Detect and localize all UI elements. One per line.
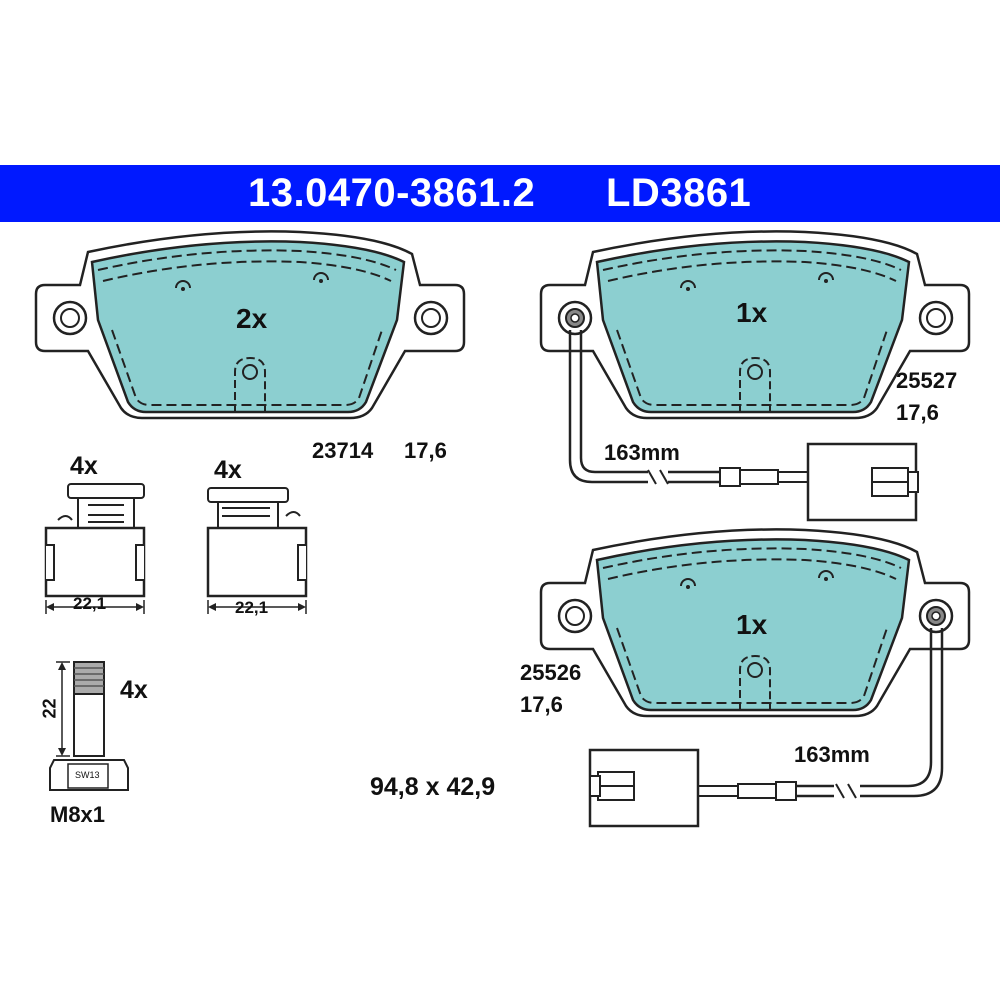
qty-pad-top-left: 2x xyxy=(236,303,268,334)
pad-thickness-top-right: 17,6 xyxy=(896,400,939,425)
pad-thickness-bottom-right: 17,6 xyxy=(520,692,563,717)
bolt-length: 22 xyxy=(39,698,60,719)
pad-code-bottom-right: 25526 xyxy=(520,660,582,685)
wire-length-top: 163mm xyxy=(604,440,680,465)
bolt-icon xyxy=(49,661,129,791)
bolt-wrench-size: SW13 xyxy=(75,770,100,780)
pad-top-right xyxy=(539,230,971,420)
clip-width-right: 22,1 xyxy=(235,598,269,617)
pad-bottom-right xyxy=(539,528,971,718)
sensor-head-icon xyxy=(557,300,593,336)
wire-length-bottom: 163mm xyxy=(794,742,870,767)
qty-pad-top-right: 1x xyxy=(736,297,768,328)
pad-thickness-top-left: 17,6 xyxy=(404,438,447,463)
pad-code-top-left: 23714 xyxy=(312,438,374,463)
wear-sensor-wire-top xyxy=(568,330,919,522)
reference-code: LD3861 xyxy=(606,171,752,215)
sensor-head-icon xyxy=(918,598,954,634)
clip-left xyxy=(44,483,146,614)
qty-pad-bottom-right: 1x xyxy=(736,609,768,640)
qty-clip-left: 4x xyxy=(70,452,98,480)
bolt-thread: M8x1 xyxy=(50,802,106,827)
pad-dimensions: 94,8 x 42,9 xyxy=(370,773,496,801)
clip-right xyxy=(206,487,308,614)
part-number: 13.0470-3861.2 xyxy=(248,171,536,215)
qty-clip-right: 4x xyxy=(214,456,242,484)
pad-code-top-right: 25527 xyxy=(896,368,958,393)
qty-bolt: 4x xyxy=(120,676,148,704)
header-banner: 13.0470-3861.2 LD3861 xyxy=(0,165,1000,222)
wear-sensor-wire-bottom xyxy=(588,628,944,828)
clip-width-left: 22,1 xyxy=(73,594,107,613)
